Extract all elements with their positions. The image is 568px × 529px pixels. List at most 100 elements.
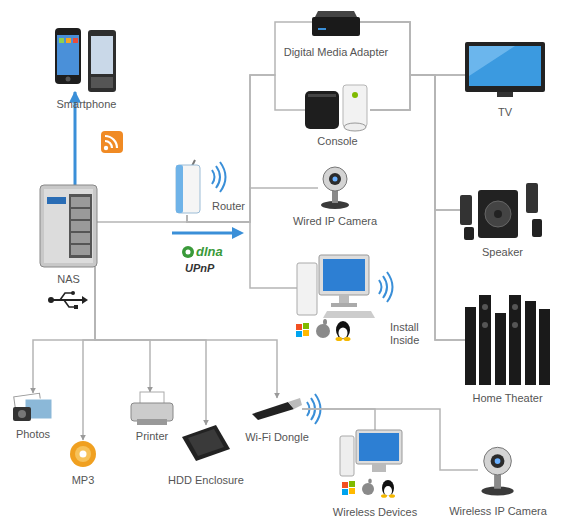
illustration-part [288,398,302,409]
device-node: Wired IP Camera [318,165,352,210]
device-label: Router [212,200,245,213]
illustration-part [469,46,515,76]
device-node: Wireless IP Camera [478,445,518,495]
illustration-part [70,441,96,467]
illustration-part [71,233,90,243]
connector-line [95,267,206,425]
device-node: Wi-Fi Dongle [252,398,302,420]
connector-line [95,267,277,398]
illustration-part [312,17,360,36]
illustration-part [131,403,173,421]
device-label: Install Inside [390,321,438,347]
device-node: Photos [13,393,53,423]
device-node: Wireless Devices [340,430,410,478]
illustration-part [182,425,230,461]
connector-line [97,215,187,222]
illustration-part [315,11,357,17]
device-illustration [340,430,410,478]
linux-logo [389,494,395,498]
usb-symbol [71,291,75,295]
linux-logo [382,480,394,496]
illustration-part [318,28,326,30]
illustration-part [137,419,167,425]
device-node: Digital Media Adapter [312,8,360,38]
connector-line [187,75,305,222]
windows-logo [349,488,355,494]
windows-logo [303,323,309,329]
windows-logo [296,331,302,337]
illustration-part [323,259,365,291]
apple-logo [368,478,372,483]
connector-line [360,22,465,340]
device-illustration [478,445,518,495]
illustration-part [66,38,71,43]
device-label: Printer [136,430,168,443]
connector-line [302,409,375,430]
illustration-part [352,92,358,98]
flow-arrow [232,227,244,239]
device-illustration [297,255,375,320]
illustration-part [359,433,399,461]
connector-line [187,215,297,288]
device-label: Speaker [482,246,523,259]
illustration-part [343,85,367,127]
illustration-part [539,309,550,385]
linux-logo [336,337,343,341]
illustration-part [323,311,375,318]
illustration-part [460,195,472,225]
device-label: MP3 [72,474,95,487]
linux-logo [339,328,348,339]
apple-logo [316,324,330,338]
apple-logo [323,319,327,325]
device-label: Wireless IP Camera [449,505,547,518]
usb-symbol [64,300,75,307]
device-node: Printer [128,392,176,426]
device-label: TV [498,106,512,119]
illustration-part [55,28,81,84]
wifi-wave [216,166,220,188]
usb-symbol [52,299,82,301]
illustration-part [329,173,341,185]
illustration-part [465,42,545,92]
device-illustration [465,42,545,97]
usb-symbol [48,297,54,303]
device-label: Smartphone [57,98,117,111]
illustration-part [464,227,474,240]
device-label: NAS [57,273,80,286]
device-illustration [312,8,360,38]
rss-icon [101,131,123,153]
wifi-wave [387,272,393,302]
wifi-wave [220,162,226,192]
device-illustration [318,165,352,210]
device-node: NAS [40,185,97,267]
device-illustration [460,175,545,240]
device-node: Speaker [460,175,545,240]
illustration-part [252,402,294,420]
illustration-part [532,219,542,237]
illustration-part [497,92,513,97]
windows-logo [296,324,302,330]
device-node: HDD Enclosure [182,425,230,461]
illustration-part [482,322,488,328]
illustration-part [495,313,506,385]
illustration-part [44,189,93,263]
device-label: Console [317,135,357,148]
flow-arrow [172,232,233,235]
illustration-part [71,221,90,231]
illustration-part [80,451,87,458]
device-node: Smartphone [55,28,118,92]
device-label: Wireless Devices [333,506,417,519]
device-illustration [55,28,118,92]
illustration-part [465,307,476,385]
linux-logo [344,337,351,341]
illustration-part [323,167,347,191]
illustration-part [71,209,90,219]
illustration-part [491,454,505,468]
linux-logo [381,494,387,498]
illustration-part [73,38,78,43]
wifi-wave [379,280,382,294]
illustration-part [188,429,224,456]
illustration-part [344,123,366,131]
illustration-part [495,458,501,464]
illustration-part [331,303,357,307]
